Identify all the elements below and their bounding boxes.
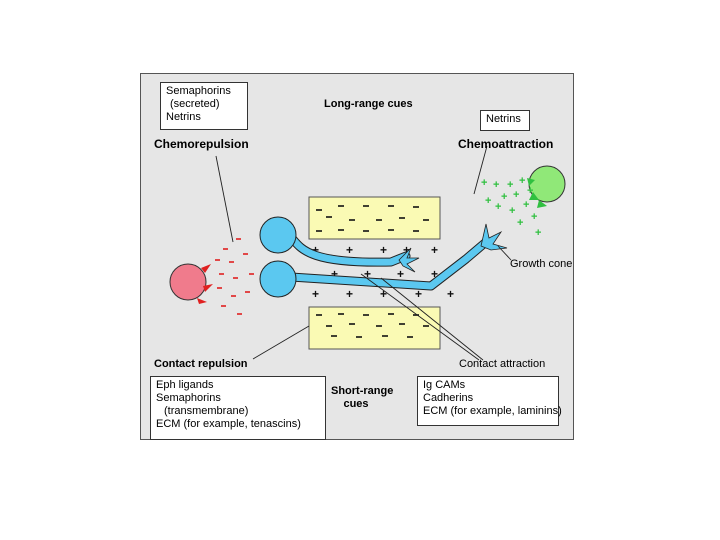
svg-text:+: + <box>509 205 515 217</box>
upper-growth-cone <box>398 247 420 273</box>
plus-signs: + + + + + + + + + + + + + + <box>312 243 454 301</box>
neuron-axons <box>286 232 491 291</box>
svg-text:+: + <box>380 287 387 301</box>
svg-text:+: + <box>519 175 525 187</box>
svg-text:+: + <box>485 195 491 207</box>
repulsive-signals <box>215 238 254 315</box>
svg-text:+: + <box>531 211 537 223</box>
svg-text:+: + <box>535 227 541 239</box>
svg-text:+: + <box>431 243 438 257</box>
cue-eph-ligands: Eph ligands <box>156 379 214 391</box>
cue-netrins-attraction: Netrins <box>486 113 521 125</box>
svg-text:+: + <box>346 243 353 257</box>
contact-repulsion-cues-box: Eph ligands Semaphorins (transmembrane) … <box>150 376 326 440</box>
svg-text:+: + <box>397 267 404 281</box>
long-range-repulsion-cues-box: Semaphorins (secreted) Netrins <box>160 82 248 130</box>
cue-ig-cams: Ig CAMs <box>423 379 466 391</box>
long-range-attraction-cues-box: Netrins <box>480 110 530 131</box>
cue-ecm-tenascins: ECM (for example, tenascins) <box>156 418 301 430</box>
svg-text:+: + <box>493 179 499 191</box>
cue-ecm-laminins: ECM (for example, laminins) <box>423 405 562 417</box>
growth-cone <box>480 223 508 251</box>
lower-cell-block <box>308 306 441 350</box>
contact-attraction-label: Contact attraction <box>459 358 546 370</box>
attractive-arrows <box>527 178 547 208</box>
svg-text:+: + <box>481 177 487 189</box>
svg-text:+: + <box>513 189 519 201</box>
svg-text:+: + <box>312 243 319 257</box>
svg-text:+: + <box>527 185 533 197</box>
svg-text:+: + <box>523 199 529 211</box>
lower-block-minus-signs <box>316 313 429 338</box>
short-range-cues-title: Short-range cues <box>331 385 394 411</box>
svg-text:+: + <box>415 287 422 301</box>
svg-text:+: + <box>331 267 338 281</box>
short-range-title-line2: cues <box>343 398 369 410</box>
lower-neuron-soma <box>259 260 297 298</box>
cue-netrins: Netrins <box>166 111 201 123</box>
svg-text:+: + <box>403 243 410 257</box>
chemoattraction-label: Chemoattraction <box>458 137 554 151</box>
long-range-cues-title: Long-range cues <box>324 98 413 110</box>
cue-transmembrane: (transmembrane) <box>164 405 249 417</box>
repulsive-arrows <box>197 264 213 304</box>
contact-repulsion-label: Contact repulsion <box>154 358 248 370</box>
svg-text:+: + <box>364 267 371 281</box>
attractive-signals: +++ +++ +++ +++ ++ <box>481 175 541 239</box>
svg-text:+: + <box>346 287 353 301</box>
svg-text:+: + <box>507 179 513 191</box>
cue-cadherins: Cadherins <box>423 392 474 404</box>
leader-lines <box>215 145 512 361</box>
upper-neuron-soma <box>259 216 297 254</box>
growth-cone-label: Growth cone <box>510 258 573 270</box>
short-range-title-line1: Short-range <box>331 385 394 397</box>
diagram-drawing: +++ ++ +++ + +++ ++ <box>169 145 566 361</box>
cue-semaphorins-membrane: Semaphorins <box>156 392 221 404</box>
repulsive-cell <box>169 263 207 301</box>
svg-text:+: + <box>447 287 454 301</box>
cue-secreted: (secreted) <box>170 98 220 110</box>
cue-semaphorins: Semaphorins <box>166 85 231 97</box>
contact-attraction-cues-box: Ig CAMs Cadherins ECM (for example, lami… <box>417 376 562 426</box>
svg-text:+: + <box>495 201 501 213</box>
upper-block-minus-signs <box>316 205 429 232</box>
svg-text:+: + <box>431 267 438 281</box>
svg-text:+: + <box>312 287 319 301</box>
upper-cell-block <box>308 196 441 240</box>
svg-text:+: + <box>380 243 387 257</box>
axon-guidance-diagram: +++ ++ +++ + +++ ++ <box>140 73 574 440</box>
svg-text:+: + <box>501 191 507 203</box>
svg-text:+: + <box>517 217 523 229</box>
chemorepulsion-label: Chemorepulsion <box>154 137 249 151</box>
